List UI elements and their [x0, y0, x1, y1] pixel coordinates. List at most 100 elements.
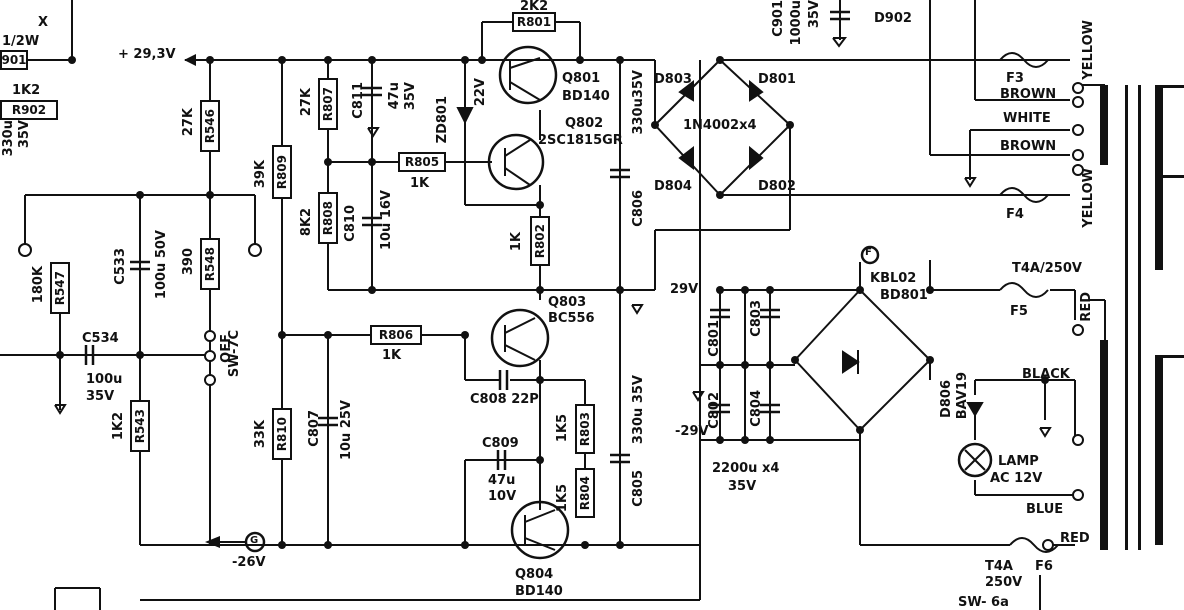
value-r808: 8K2 [299, 208, 314, 237]
label-zd801: ZD801 [435, 96, 450, 144]
value-cap-bank: 2200u x4 [712, 461, 780, 476]
rail-minus-26v: -26V [232, 555, 266, 570]
resistor-r548: R548 [200, 238, 220, 290]
rail-29v: 29V [670, 282, 699, 297]
label-f4: F4 [1006, 207, 1024, 222]
resistor-r804: R804 [575, 468, 595, 518]
volt-zd801: 22V [473, 78, 488, 107]
volt-c901: 35V [807, 0, 822, 29]
resistor-r805: R805 [398, 152, 446, 172]
resistor-r547: R547 [50, 262, 70, 314]
label-t4a-250v: T4A/250V [1012, 261, 1082, 276]
rail-minus-29v: -29V [675, 424, 709, 439]
type-q802: 2SC1815GR [538, 133, 623, 148]
label-c806: C806 [631, 190, 646, 227]
resistor-r901: 901 [0, 50, 28, 70]
resistor-r806: R806 [370, 325, 422, 345]
label-brown-1: BROWN [1000, 87, 1057, 102]
label-c810: C810 [343, 205, 358, 242]
value-r802: 1K [509, 232, 524, 252]
type-q804: BD140 [515, 584, 563, 599]
resistor-r810: R810 [272, 408, 292, 460]
value-r801: 2K2 [520, 0, 549, 14]
label-c533: C533 [113, 248, 128, 285]
resistor-r808: R808 [318, 192, 338, 244]
label-red-1: RED [1079, 292, 1094, 322]
label-d801: D801 [758, 72, 796, 87]
value-c810: 10u 16V [379, 190, 394, 251]
label-bav19: BAV19 [955, 372, 970, 420]
label-q802: Q802 [565, 116, 604, 131]
resistor-r546: R546 [200, 100, 220, 152]
label-q803: Q803 [548, 295, 587, 310]
label-c802: C802 [707, 392, 722, 429]
label-q804: Q804 [515, 567, 554, 582]
label-c811: C811 [351, 82, 366, 119]
label-c803: C803 [749, 300, 764, 337]
resistor-r803: R803 [575, 404, 595, 454]
label-c901: C901 [771, 0, 786, 37]
value-r806: 1K [382, 348, 402, 363]
value-r543: 1K2 [111, 412, 126, 441]
label-kbl02: KBL02 [870, 271, 917, 286]
resistor-r802: R802 [530, 216, 550, 266]
label-c807: C807 [307, 410, 322, 447]
value-c807: 10u 25V [339, 400, 354, 461]
label-d803: D803 [654, 72, 692, 87]
value-r547: 180K [31, 266, 46, 304]
label-c801: C801 [707, 320, 722, 357]
label-white: WHITE [1003, 111, 1051, 126]
label-black: BLACK [1022, 367, 1070, 382]
label-lamp: LAMP [998, 454, 1039, 469]
label-d902: D902 [874, 11, 912, 26]
marker-f: F [865, 247, 872, 258]
value-r548: 390 [181, 248, 196, 276]
value-c805: 330u 35V [631, 375, 646, 445]
label-x: X [38, 15, 49, 30]
label-yellow-1: YELLOW [1081, 20, 1096, 80]
label-q801: Q801 [562, 71, 601, 86]
label-f5: F5 [1010, 304, 1028, 319]
value-r805: 1K [410, 176, 430, 191]
label-d804: D804 [654, 179, 692, 194]
volt-c534: 35V [86, 389, 115, 404]
value-c533: 100u 50V [154, 230, 169, 300]
label-t4a: T4A [985, 559, 1013, 574]
label-f6: F6 [1035, 559, 1053, 574]
value-r810: 33K [253, 420, 268, 449]
volt-cap-bank: 35V [728, 479, 757, 494]
volt-c809: 10V [488, 489, 517, 504]
marker-g: G [250, 535, 259, 546]
value-c811: 47u [387, 82, 402, 110]
label-d802: D802 [758, 179, 796, 194]
rail-plus-29-3v: + 29,3V [118, 47, 176, 62]
resistor-r801: R801 [512, 12, 556, 32]
label-330u: 330u [1, 120, 16, 157]
label-c805: C805 [631, 470, 646, 507]
volt-c811: 35V [403, 82, 418, 111]
resistor-r809: R809 [272, 145, 292, 199]
value-r803: 1K5 [555, 414, 570, 443]
label-1k2-top: 1K2 [12, 83, 41, 98]
label-c534: C534 [82, 331, 119, 346]
type-q803: BC556 [548, 311, 595, 326]
label-c809: C809 [482, 436, 519, 451]
label-sw-bottom: SW- 6a [958, 595, 1009, 610]
value-r807: 27K [299, 88, 314, 117]
resistor-r902: R902 [0, 100, 58, 120]
value-c901: 1000u [789, 0, 804, 46]
label-c808: C808 22P [470, 392, 539, 407]
label-half-watt: 1/2W [2, 34, 40, 49]
type-q801: BD140 [562, 89, 610, 104]
value-r809: 39K [253, 160, 268, 189]
label-red-2: RED [1060, 531, 1090, 546]
value-c534: 100u [86, 372, 123, 387]
label-bd801: BD801 [880, 288, 928, 303]
label-switch-off: OFF [219, 334, 234, 363]
label-bridge-type: 1N4002x4 [683, 118, 757, 133]
label-blue: BLUE [1026, 502, 1064, 517]
label-brown-2: BROWN [1000, 139, 1057, 154]
label-lamp-voltage: AC 12V [990, 471, 1043, 486]
label-d806: D806 [939, 380, 954, 418]
